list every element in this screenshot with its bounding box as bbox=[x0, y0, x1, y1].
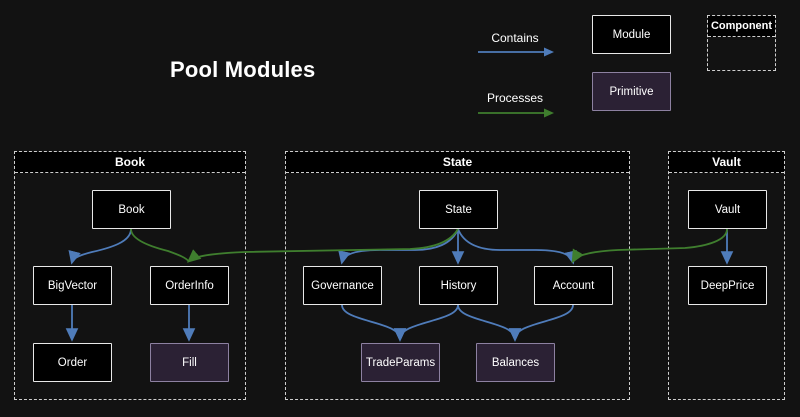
container-book-header: Book bbox=[15, 152, 245, 173]
node-deepprice: DeepPrice bbox=[688, 266, 767, 305]
node-bigvector: BigVector bbox=[33, 266, 112, 305]
container-vault: Vault bbox=[668, 151, 785, 400]
node-tradeparams: TradeParams bbox=[361, 343, 440, 382]
container-book: Book bbox=[14, 151, 246, 400]
node-order: Order bbox=[33, 343, 112, 382]
legend-module-node: Module bbox=[592, 15, 671, 54]
processes-arrow-icon bbox=[478, 108, 554, 118]
container-vault-header: Vault bbox=[669, 152, 784, 173]
node-orderinfo: OrderInfo bbox=[150, 266, 229, 305]
container-state-header: State bbox=[286, 152, 629, 173]
legend-component-box: Component bbox=[707, 15, 776, 71]
legend-contains-label: Contains bbox=[491, 31, 539, 45]
node-vault: Vault bbox=[688, 190, 767, 229]
legend-processes-label: Processes bbox=[486, 91, 544, 105]
node-account: Account bbox=[534, 266, 613, 305]
page-title: Pool Modules bbox=[170, 57, 316, 82]
container-state: State bbox=[285, 151, 630, 400]
contains-arrow-icon bbox=[478, 47, 554, 57]
node-state: State bbox=[419, 190, 498, 229]
node-governance: Governance bbox=[303, 266, 382, 305]
node-fill: Fill bbox=[150, 343, 229, 382]
legend-primitive-node: Primitive bbox=[592, 72, 671, 111]
node-book: Book bbox=[92, 190, 171, 229]
node-balances: Balances bbox=[476, 343, 555, 382]
node-history: History bbox=[419, 266, 498, 305]
legend-component-label: Component bbox=[708, 16, 775, 37]
